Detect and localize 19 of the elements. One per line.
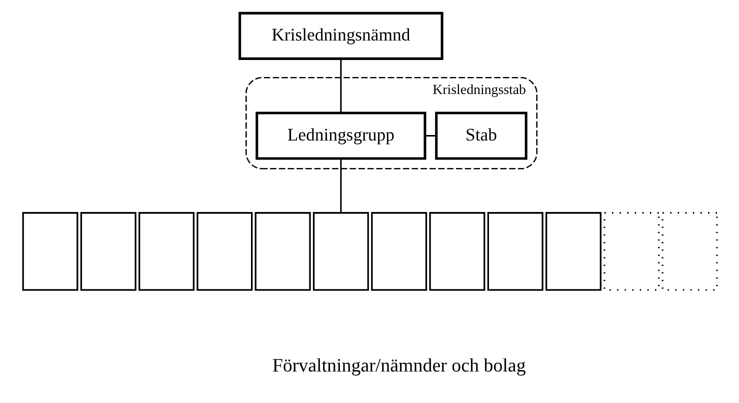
- connector: [340, 158, 342, 213]
- node-box: [486, 212, 543, 291]
- node-box: [254, 212, 310, 291]
- node-box: [196, 212, 252, 291]
- node-box: Ledningsgrupp: [255, 112, 426, 160]
- node-box: [138, 212, 194, 291]
- node-box: [22, 212, 78, 291]
- node-box: [545, 212, 601, 291]
- label: Förvaltningar/nämnder och bolag: [272, 355, 526, 376]
- node-box: Krisledningsnämnd: [238, 12, 443, 60]
- connector: [340, 58, 342, 113]
- connector: [424, 135, 436, 137]
- node-box: Stab: [434, 112, 527, 160]
- node-box: [370, 212, 427, 291]
- node-box: [312, 212, 368, 291]
- node-box: [80, 212, 136, 291]
- node-box: [603, 212, 660, 291]
- node-box: [428, 212, 485, 291]
- node-box: [661, 212, 718, 291]
